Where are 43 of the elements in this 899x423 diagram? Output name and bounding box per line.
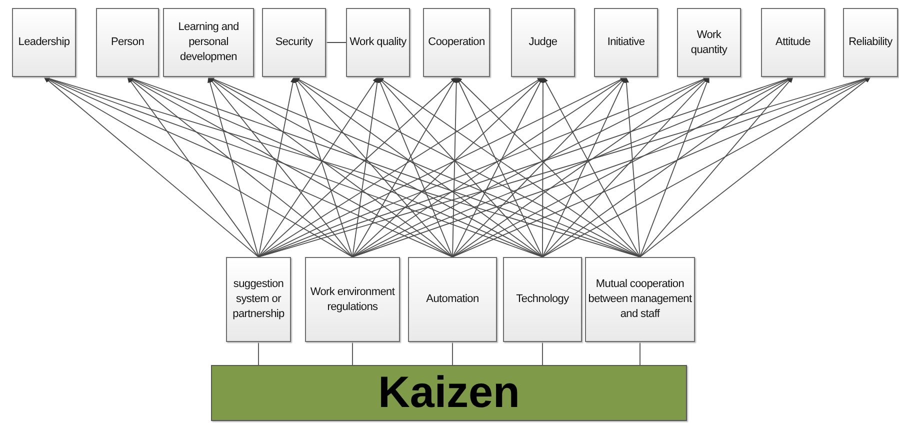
criterion-box: Cooperation [423,8,490,77]
base-bar: Kaizen [211,365,687,421]
criterion-box: Security [262,8,326,77]
criterion-box: Attitude [761,8,825,77]
arrow [294,76,453,258]
arrow [542,76,794,258]
arrow [542,76,872,258]
arrow [293,76,353,258]
criterion-box: Work quantity [677,8,741,77]
arrow [258,76,296,258]
connector-line [542,342,543,366]
connector-line [352,342,353,366]
arrow [624,76,640,258]
criterion-box: Person [96,8,159,77]
arrow [542,76,710,258]
arrow [258,76,457,258]
arrow [540,76,546,258]
criterion-box: Initiative [594,8,658,77]
arrow [640,76,710,258]
factor-box: Mutual cooperation between management and staff [585,257,695,342]
arrow [44,76,259,258]
factor-box: Automation [408,257,497,342]
factor-box: Technology [503,257,582,342]
criterion-box: Leadership [12,8,76,77]
criterion-box: Reliability [843,8,898,77]
arrow [258,76,378,258]
factor-box: suggestion system or partnership [226,257,291,342]
connector-line [452,342,453,366]
arrow [208,76,453,258]
arrow [208,76,259,258]
criterion-box: Work quality [346,8,410,77]
factor-box: Work environment regulations [305,257,400,342]
criterion-box: Judge [511,8,575,77]
criterion-box: Learning and personal developmen [163,8,254,77]
connector-line [326,42,346,43]
arrow [452,76,459,258]
connector-line [258,342,259,366]
arrow [640,76,794,258]
arrow [127,76,259,258]
arrow [640,76,871,258]
arrow [378,76,453,258]
arrow [127,76,353,258]
arrow [352,76,380,258]
